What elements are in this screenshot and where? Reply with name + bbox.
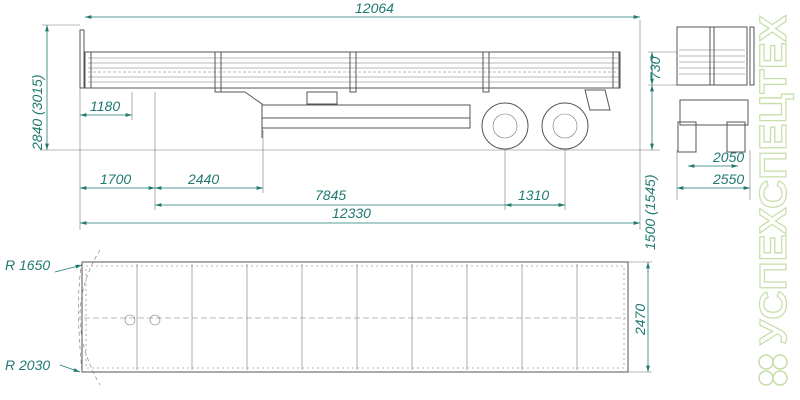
dim-height: 2840 (3015): [29, 74, 45, 151]
body-slats: [88, 57, 618, 83]
rear-view: 730 1500 (1545) 2050 2550: [642, 26, 755, 250]
dim-platform-height: 1500 (1545): [642, 174, 658, 250]
side-dimensions: 12064 2840 (3015) 1180 1700 2440 7845 13…: [29, 0, 641, 230]
side-posts: [84, 51, 620, 93]
dim-track-width: 2050: [712, 149, 744, 165]
dim-axle-spacing: 1310: [518, 187, 549, 203]
dim-platform-width: 2470: [632, 304, 648, 336]
dim-overall-length: 12064: [355, 0, 394, 16]
dim-kingpin-to-support: 2440: [187, 171, 219, 187]
tool-box: [306, 91, 338, 105]
chassis-frame: [220, 91, 471, 129]
wheels: [481, 102, 589, 150]
front-wall: [79, 29, 85, 89]
watermark-logo: УСПЕХСПЕЦТЕХ: [752, 14, 796, 386]
clover-icon: [758, 354, 788, 386]
dim-total-length: 12330: [332, 205, 371, 221]
dim-front-to-kingpin: 1700: [100, 171, 131, 187]
plan-view: R 1650 R 2030 2470: [5, 249, 652, 386]
cargo-body: [84, 51, 621, 89]
dim-swing-radius: R 2030: [5, 357, 50, 373]
svg-text:УСПЕХСПЕЦТЕХ: УСПЕХСПЕЦТЕХ: [753, 14, 795, 345]
dim-wheelbase: 7845: [315, 187, 346, 203]
dim-overall-width: 2550: [712, 171, 744, 187]
side-view: [40, 29, 660, 151]
dim-kingpin-offset: 1180: [90, 98, 120, 114]
rear-mudguard: [584, 89, 611, 111]
dim-side-height: 730: [647, 56, 663, 80]
dim-front-radius: R 1650: [5, 257, 50, 273]
